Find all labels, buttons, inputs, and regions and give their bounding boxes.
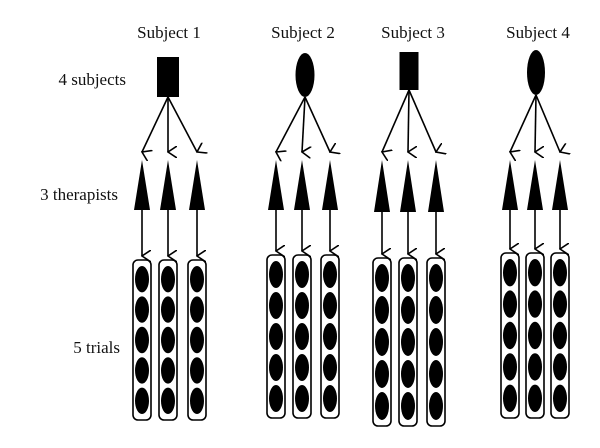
- row-label-subjects: 4 subjects: [58, 70, 126, 89]
- trial-dot: [503, 321, 517, 350]
- trial-dot: [161, 266, 175, 293]
- trial-dot: [190, 326, 204, 354]
- subject-1-title: Subject 1: [137, 23, 201, 42]
- trial-dot: [503, 353, 517, 381]
- subject-4-ellipse-symbol: [527, 50, 545, 95]
- trial-dot: [528, 321, 542, 350]
- trial-dot: [429, 296, 443, 324]
- trial-dot: [528, 290, 542, 318]
- trial-dot: [323, 261, 337, 288]
- trial-dot: [135, 326, 149, 354]
- trial-dot: [528, 259, 542, 287]
- trial-dot: [269, 292, 283, 319]
- subject-3-title: Subject 3: [381, 23, 445, 42]
- subject-to-therapist-arrow: [535, 94, 536, 152]
- trial-dot: [503, 384, 517, 412]
- trial-dot: [135, 387, 149, 414]
- trial-dot: [269, 354, 283, 381]
- subject-3-group: [372, 52, 445, 427]
- trial-dot: [429, 264, 443, 292]
- therapist-triangle: [268, 160, 284, 210]
- subject-4-group: [500, 50, 569, 419]
- therapist-triangle: [160, 160, 176, 210]
- therapist-triangle: [322, 160, 338, 210]
- trial-dot: [401, 392, 415, 420]
- row-label-trials: 5 trials: [73, 338, 120, 357]
- trial-dot: [295, 261, 309, 288]
- therapist-triangle: [374, 160, 390, 212]
- subject-2-group: [266, 53, 339, 419]
- trial-dot: [375, 296, 389, 324]
- trial-dot: [295, 354, 309, 381]
- trial-dot: [375, 264, 389, 292]
- trial-dot: [401, 296, 415, 324]
- trial-dot: [161, 296, 175, 323]
- therapist-triangle: [294, 160, 310, 210]
- trial-dot: [161, 387, 175, 414]
- therapist-triangle: [400, 160, 416, 212]
- trial-dot: [190, 357, 204, 384]
- trial-dot: [161, 357, 175, 384]
- subject-3-rectangle-symbol: [399, 52, 419, 90]
- trial-dot: [295, 323, 309, 350]
- trial-dot: [528, 353, 542, 381]
- subject-to-therapist-arrow: [142, 96, 169, 152]
- subject-4-title: Subject 4: [506, 23, 570, 42]
- trial-dot: [323, 323, 337, 350]
- subject-to-therapist-arrow: [167, 96, 197, 152]
- subject-to-therapist-arrow: [510, 94, 537, 152]
- trial-dot: [553, 353, 567, 381]
- subject-to-therapist-arrow: [304, 96, 330, 152]
- therapist-triangle: [527, 160, 543, 210]
- therapist-triangle: [134, 160, 150, 210]
- trial-dot: [429, 392, 443, 420]
- therapist-triangle: [502, 160, 518, 210]
- trial-dot: [323, 385, 337, 412]
- trial-dot: [401, 264, 415, 292]
- subject-2-ellipse-symbol: [295, 53, 315, 97]
- trial-dot: [503, 290, 517, 318]
- trial-dot: [429, 328, 443, 356]
- trial-dot: [135, 296, 149, 323]
- trial-dot: [528, 384, 542, 412]
- trial-dot: [375, 360, 389, 388]
- trial-dot: [135, 266, 149, 293]
- trial-dot: [161, 326, 175, 354]
- subject-2-title: Subject 2: [271, 23, 335, 42]
- subject-to-therapist-arrow: [276, 96, 306, 152]
- therapist-triangle: [189, 160, 205, 210]
- trial-dot: [401, 328, 415, 356]
- subject-to-therapist-arrow: [382, 89, 410, 152]
- trial-dot: [295, 292, 309, 319]
- trial-dot: [323, 292, 337, 319]
- trial-dot: [190, 387, 204, 414]
- subject-to-therapist-arrow: [408, 89, 409, 152]
- subject-to-therapist-arrow: [302, 96, 305, 152]
- subject-to-therapist-arrow: [535, 94, 560, 152]
- therapist-triangle: [552, 160, 568, 210]
- trial-dot: [269, 261, 283, 288]
- trial-dot: [375, 392, 389, 420]
- subject-1-rectangle-symbol: [157, 57, 179, 97]
- trial-dot: [553, 321, 567, 350]
- trial-dot: [429, 360, 443, 388]
- trial-dot: [295, 385, 309, 412]
- trial-dot: [375, 328, 389, 356]
- trial-dot: [269, 385, 283, 412]
- trial-dot: [553, 259, 567, 287]
- trial-dot: [190, 296, 204, 323]
- trial-dot: [503, 259, 517, 287]
- trial-dot: [135, 357, 149, 384]
- subject-1-group: [132, 57, 206, 421]
- trial-dot: [190, 266, 204, 293]
- row-label-therapists: 3 therapists: [40, 185, 118, 204]
- trial-dot: [269, 323, 283, 350]
- trial-dot: [323, 354, 337, 381]
- trial-dot: [553, 290, 567, 318]
- therapist-triangle: [428, 160, 444, 212]
- trial-dot: [401, 360, 415, 388]
- trial-dot: [553, 384, 567, 412]
- subject-to-therapist-arrow: [408, 89, 436, 152]
